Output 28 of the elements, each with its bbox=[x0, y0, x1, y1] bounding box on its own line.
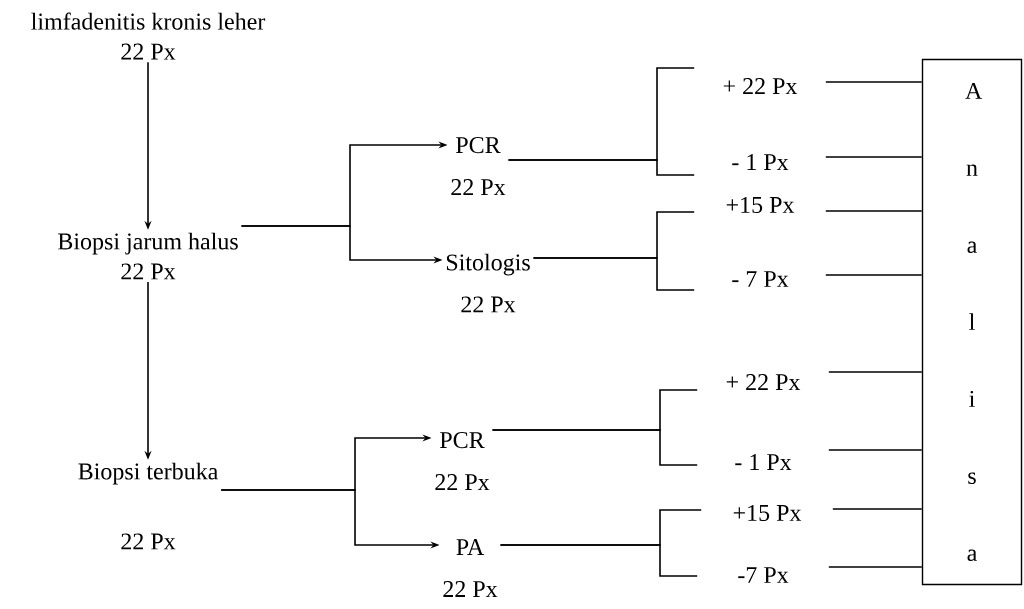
result-label: - 7 Px bbox=[732, 271, 789, 287]
result-label: -7 Px bbox=[738, 567, 789, 583]
result-label: + 22 Px bbox=[723, 78, 798, 94]
connector-line bbox=[532, 257, 695, 291]
step-label: PCR 22 Px bbox=[435, 432, 490, 490]
step-label: PA 22 Px bbox=[443, 539, 498, 597]
result-label: + 22 Px bbox=[726, 374, 801, 390]
step-label: PCR 22 Px bbox=[451, 137, 506, 195]
result-label: +15 Px bbox=[733, 504, 802, 522]
connector-line bbox=[499, 544, 698, 577]
connector-line bbox=[828, 566, 923, 568]
connector-line bbox=[825, 156, 923, 158]
result-label: +15 Px bbox=[726, 196, 795, 214]
connector-line bbox=[825, 81, 923, 83]
connector-line bbox=[825, 274, 923, 276]
connector-line bbox=[828, 371, 923, 373]
connector-line bbox=[491, 429, 698, 466]
connector-line bbox=[828, 449, 923, 451]
step-label: Sitologis 22 Px bbox=[446, 253, 530, 313]
step-label: limfadenitis kronis leher 22 Px bbox=[31, 12, 266, 60]
step-label: Biopsi terbuka 22 Px bbox=[78, 462, 218, 550]
connector-line bbox=[507, 159, 695, 176]
result-label: - 1 Px bbox=[735, 454, 792, 470]
analysis-box: A n a l i s a bbox=[921, 58, 1023, 586]
connector-line bbox=[832, 508, 923, 510]
connector-line bbox=[825, 210, 923, 212]
step-label: Biopsi jarum halus 22 Px bbox=[58, 232, 238, 280]
result-label: - 1 Px bbox=[732, 154, 789, 170]
